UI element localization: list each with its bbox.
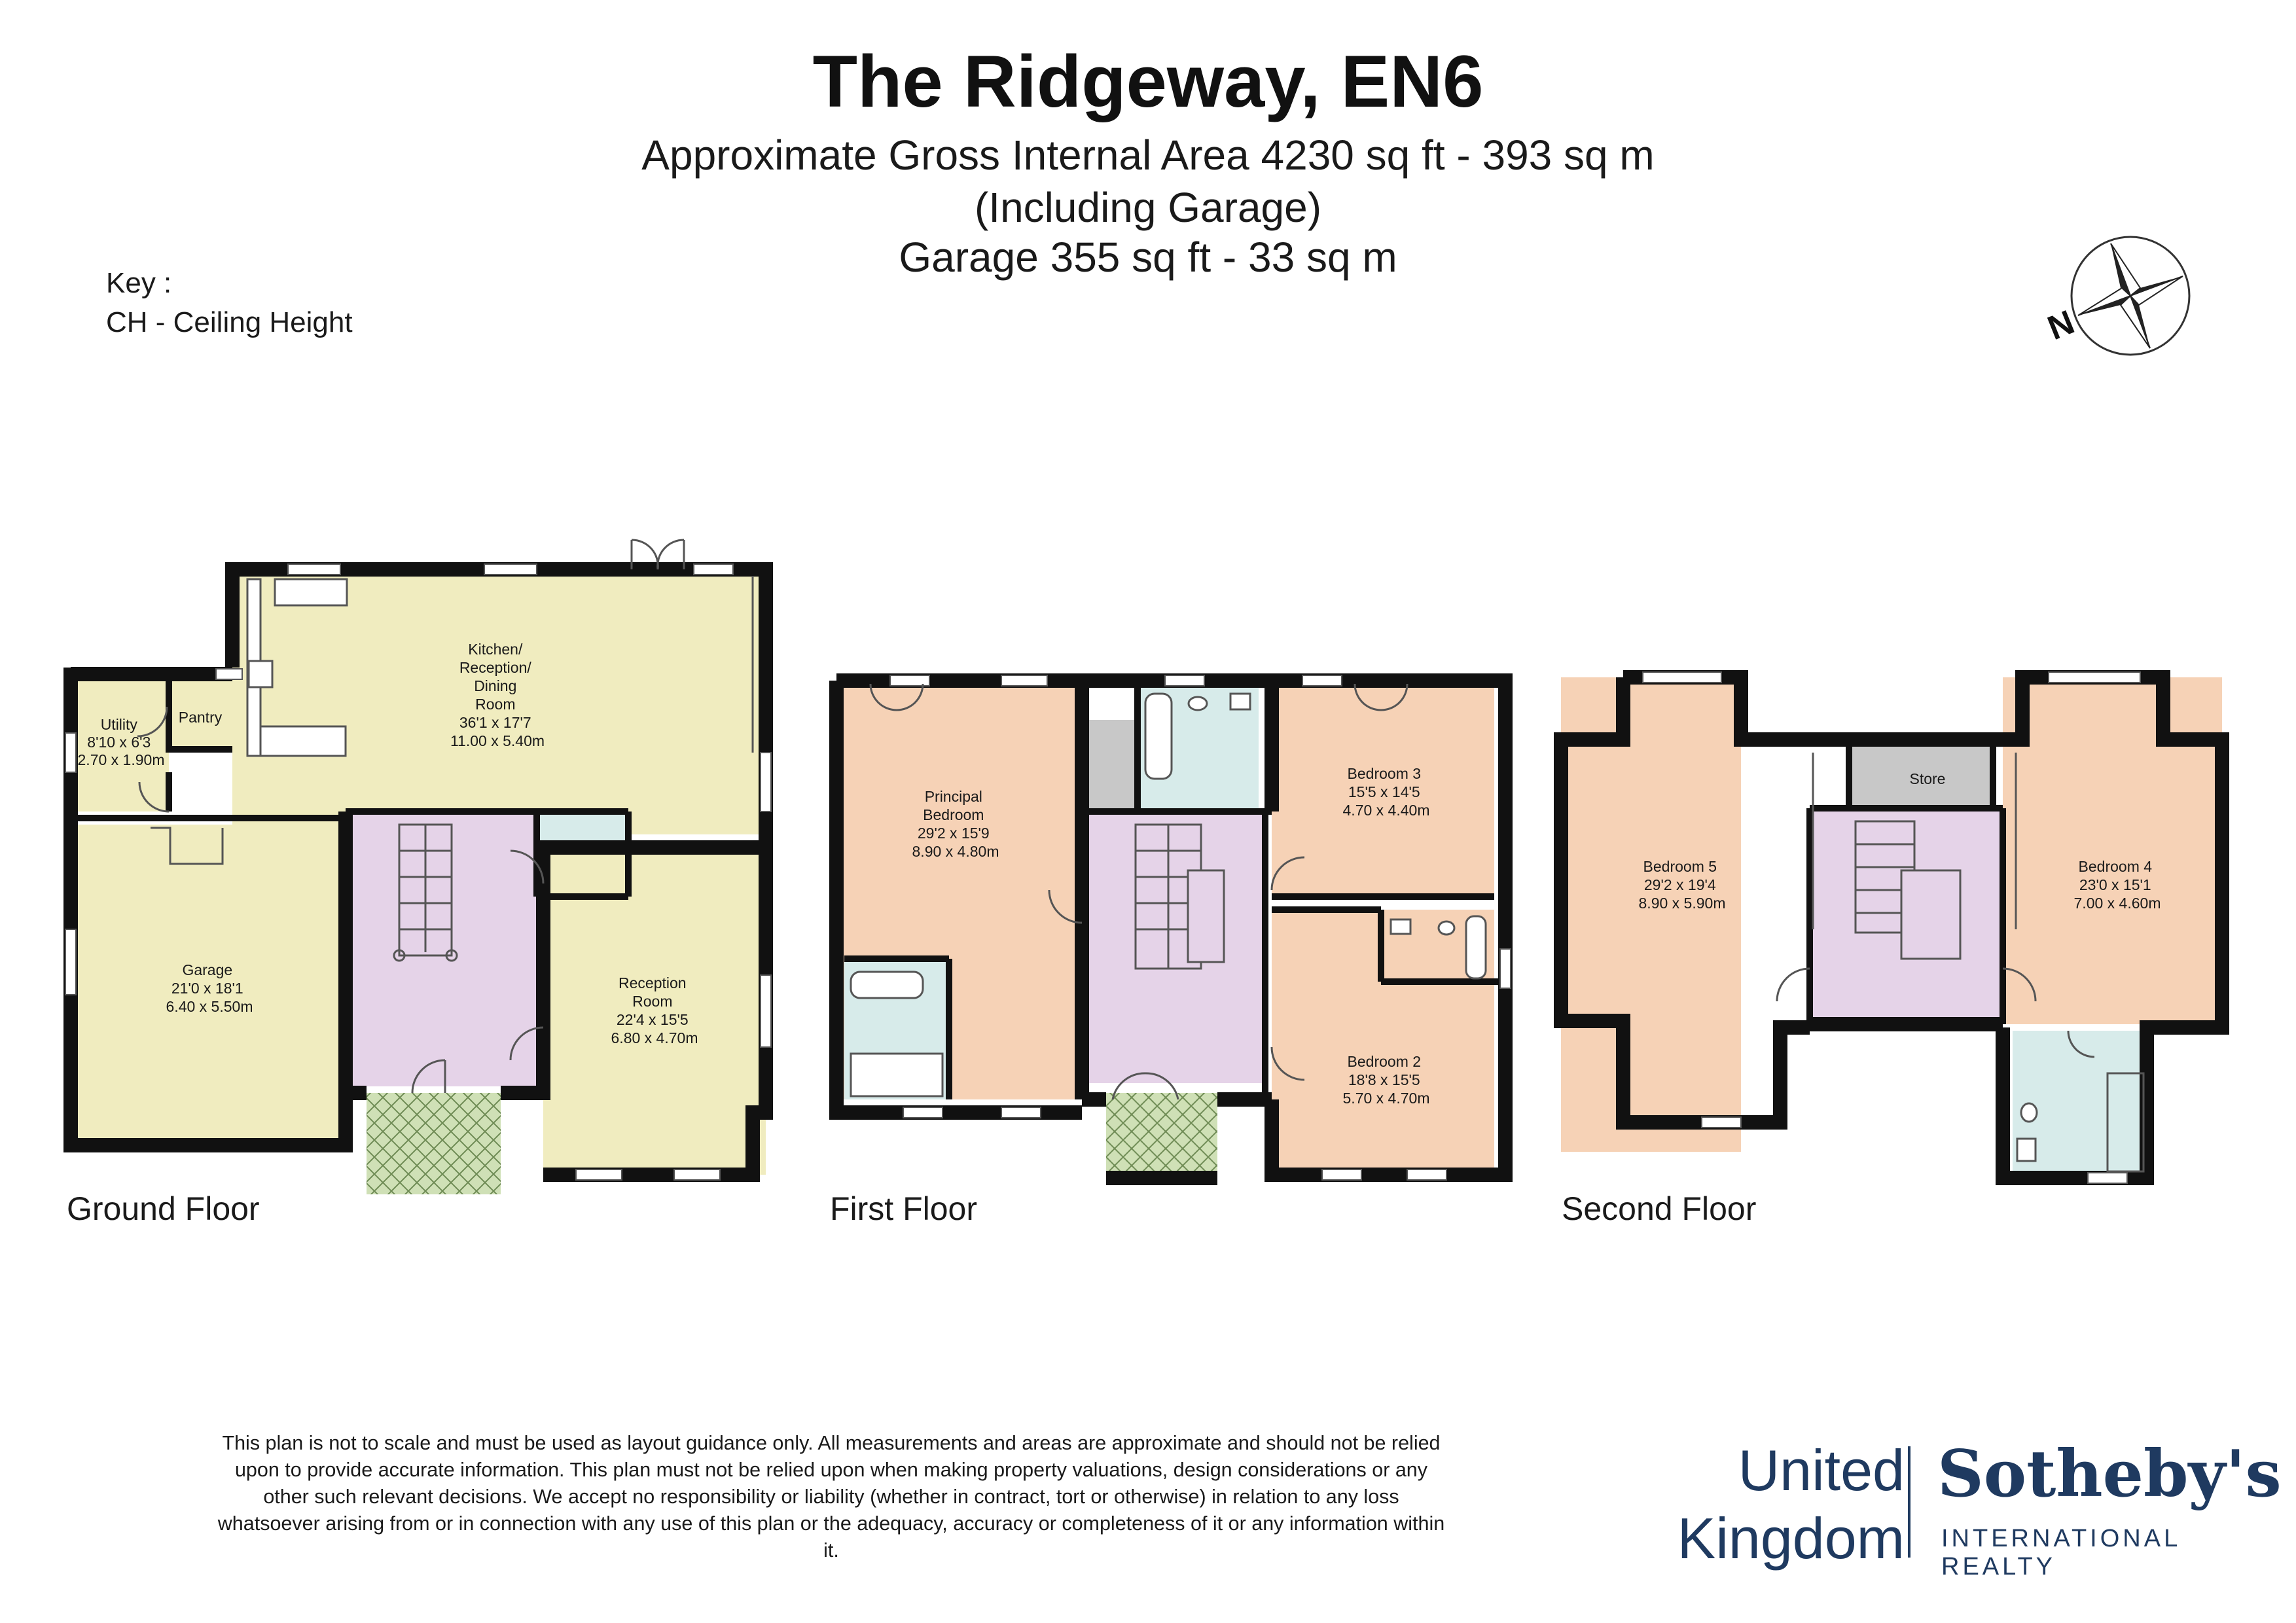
- bedroom2-label: Bedroom 2 18'8 x 15'5 5.70 x 4.70m: [1343, 1053, 1430, 1107]
- key-ceiling-height: CH - Ceiling Height: [106, 306, 353, 338]
- kitchen-label: Kitchen/ Reception/ Dining Room 36'1 x 1…: [450, 641, 545, 749]
- bedroom3-label-1: Bedroom 3: [1348, 765, 1422, 782]
- brand-tagline: INTERNATIONAL REALTY: [1941, 1525, 2180, 1580]
- gross-area-line: Approximate Gross Internal Area 4230 sq …: [641, 132, 1655, 179]
- garage-label-3: 6.40 x 5.50m: [166, 998, 253, 1015]
- ground-porch: [367, 1093, 501, 1194]
- utility-label: Utility 8'10 x 6'3 2.70 x 1.90m: [78, 716, 165, 768]
- bedroom5-label: Bedroom 5 29'2 x 19'4 8.90 x 5.90m: [1639, 858, 1726, 912]
- reception-area: [543, 847, 766, 1175]
- ground-hall-area: [346, 812, 548, 1086]
- brand-region-line1: United: [1738, 1438, 1905, 1503]
- kitchen-label-3: Dining: [474, 677, 516, 694]
- bedroom2-label-2: 18'8 x 15'5: [1348, 1071, 1420, 1088]
- second-floor-label: Second Floor: [1562, 1190, 1757, 1227]
- kitchen-area: [232, 569, 766, 834]
- compass-icon: N: [2043, 236, 2191, 356]
- bedroom3-label-3: 4.70 x 4.40m: [1343, 802, 1430, 819]
- utility-label-1: Utility: [101, 716, 138, 733]
- brand-region: United Kingdom: [1630, 1436, 1905, 1573]
- kitchen-label-4: Room: [475, 696, 515, 713]
- bedroom5-area: [1561, 677, 1741, 1152]
- garage-area: [71, 825, 346, 1139]
- principal-label-2: Bedroom: [923, 806, 984, 823]
- first-floor-label: First Floor: [830, 1190, 977, 1227]
- bedroom3-area: [1272, 681, 1494, 897]
- bedroom4-area: [2003, 677, 2222, 1024]
- bedroom5-label-3: 8.90 x 5.90m: [1639, 895, 1726, 912]
- reception-label: Reception Room 22'4 x 15'5 6.80 x 4.70m: [611, 974, 698, 1046]
- disclaimer-text: This plan is not to scale and must be us…: [217, 1432, 1445, 1561]
- pantry-area: [169, 674, 232, 749]
- utility-area: [71, 674, 169, 812]
- bedroom2-label-1: Bedroom 2: [1348, 1053, 1422, 1070]
- first-store-area: [1082, 720, 1138, 808]
- principal-bedroom-label: Principal Bedroom 29'2 x 15'9 8.90 x 4.8…: [912, 788, 999, 860]
- first-floor-plan: [829, 673, 1513, 1185]
- principal-label-4: 8.90 x 4.80m: [912, 843, 999, 860]
- key-heading: Key :: [106, 267, 172, 299]
- ground-floor-plan: [63, 539, 773, 1194]
- bedroom3-label-2: 15'5 x 14'5: [1348, 783, 1420, 800]
- garage-label-1: Garage: [182, 961, 232, 978]
- first-landing-area: [1082, 812, 1265, 1083]
- second-floor-plan: [1554, 670, 2229, 1185]
- gross-area-note: (Including Garage): [974, 184, 1322, 231]
- kitchen-label-5: 36'1 x 17'7: [459, 714, 531, 731]
- first-balcony: [1106, 1093, 1217, 1178]
- utility-label-2: 8'10 x 6'3: [87, 734, 151, 751]
- bedroom3-label: Bedroom 3 15'5 x 14'5 4.70 x 4.40m: [1343, 765, 1430, 819]
- reception-label-3: 22'4 x 15'5: [617, 1011, 689, 1028]
- garage-area-line: Garage 355 sq ft - 33 sq m: [899, 234, 1397, 281]
- bedroom5-label-1: Bedroom 5: [1643, 858, 1717, 875]
- brand-region-line2: Kingdom: [1677, 1506, 1905, 1571]
- ground-floor-label: Ground Floor: [67, 1190, 260, 1227]
- store-area: [1849, 743, 1993, 808]
- bedroom4-label-1: Bedroom 4: [2079, 858, 2153, 875]
- reception-label-2: Room: [632, 993, 672, 1010]
- page-title: The Ridgeway, EN6: [812, 41, 1484, 122]
- pantry-label: Pantry: [179, 709, 223, 726]
- principal-label-3: 29'2 x 15'9: [918, 825, 990, 842]
- brand-logo-name: Sotheby's: [1937, 1436, 2282, 1512]
- store-label: Store: [1910, 770, 1946, 787]
- utility-label-3: 2.70 x 1.90m: [78, 751, 165, 768]
- reception-label-1: Reception: [619, 974, 687, 991]
- principal-label-1: Principal: [925, 788, 982, 805]
- garage-label-2: 21'0 x 18'1: [171, 980, 243, 997]
- kitchen-label-1: Kitchen/: [468, 641, 523, 658]
- kitchen-label-2: Reception/: [459, 659, 532, 676]
- bedroom4-label-3: 7.00 x 4.60m: [2074, 895, 2161, 912]
- bedroom4-label-2: 23'0 x 15'1: [2079, 876, 2151, 893]
- reception-label-4: 6.80 x 4.70m: [611, 1029, 698, 1046]
- bedroom2-label-3: 5.70 x 4.70m: [1343, 1090, 1430, 1107]
- bedroom5-label-2: 29'2 x 19'4: [1644, 876, 1716, 893]
- kitchen-label-6: 11.00 x 5.40m: [450, 732, 545, 749]
- brand-separator: [1908, 1446, 1910, 1558]
- bedroom4-label: Bedroom 4 23'0 x 15'1 7.00 x 4.60m: [2074, 858, 2161, 912]
- garage-label: Garage 21'0 x 18'1 6.40 x 5.50m: [166, 961, 253, 1015]
